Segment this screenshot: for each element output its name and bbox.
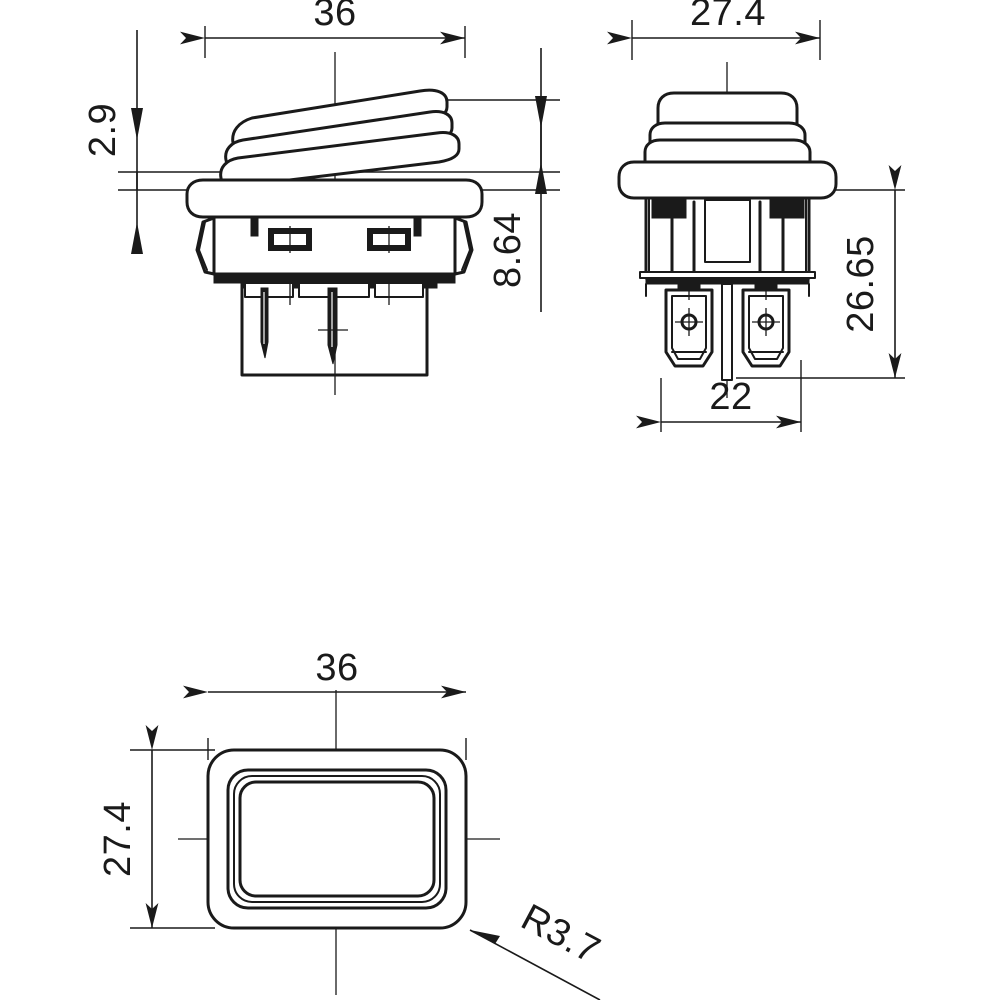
side-body-shoulder-left xyxy=(651,199,687,219)
dimension-front-width-label: 36 xyxy=(313,0,356,34)
front-snap-clip-left-inner xyxy=(198,221,208,271)
front-bezel-flange xyxy=(185,178,484,219)
dimension-side-depth-label: 26.65 xyxy=(840,235,882,333)
side-spade-terminal-left xyxy=(664,278,714,368)
side-body-center-cavity xyxy=(704,199,751,263)
corner-radius-leader-arrow xyxy=(470,930,500,944)
front-snap-clip-right-inner xyxy=(461,221,471,271)
dimension-side-terminal-span: 22 xyxy=(636,360,802,432)
bezel-inner-frame-3 xyxy=(238,780,436,898)
front-terminal-pin-left xyxy=(260,287,269,359)
dimension-front-bezel-height-label: 8.64 xyxy=(487,212,529,288)
side-view-group: 27.4 26.65 22 xyxy=(607,0,905,432)
front-snap-clip-right xyxy=(453,216,474,276)
dimension-front-cap-lip-label: 2.9 xyxy=(82,103,124,157)
side-rocker-cap xyxy=(643,91,812,167)
dimension-side-width-label: 27.4 xyxy=(690,0,766,34)
bezel-outer-outline xyxy=(206,748,468,930)
dimension-side-depth: 26.65 xyxy=(840,165,902,378)
dimension-front-cap-lip: 2.9 xyxy=(82,30,143,254)
front-terminal-pin-center xyxy=(318,287,348,365)
front-body-tab-left xyxy=(250,217,259,237)
dimension-bottom-height: 27.4 xyxy=(97,725,159,928)
side-body-shoulder-right xyxy=(769,199,805,219)
side-body-partitions xyxy=(670,198,785,274)
side-cap-layer-low xyxy=(643,138,812,167)
dimension-front-width: 36 xyxy=(180,0,466,58)
bezel-inner-frame-2 xyxy=(233,775,441,903)
side-base-plate xyxy=(639,271,816,297)
front-rocker-cap xyxy=(219,88,461,189)
side-cap-layer-top xyxy=(656,91,799,132)
dimension-front-bezel-height: 8.64 xyxy=(487,48,547,312)
front-body-tab-right xyxy=(413,217,422,237)
dimension-side-terminal-span-label: 22 xyxy=(709,376,752,418)
front-snap-clip-left xyxy=(195,216,216,276)
side-body-edge-lines xyxy=(648,197,807,277)
dimension-side-width: 27.4 xyxy=(607,0,821,60)
dimension-bottom-height-label: 27.4 xyxy=(97,801,139,877)
front-body-slot-left xyxy=(268,226,312,253)
side-spade-terminal-right xyxy=(741,278,791,368)
bezel-inner-frame-1 xyxy=(226,768,448,910)
front-view-group: 36 2.9 8.64 xyxy=(82,0,560,395)
side-center-divider xyxy=(721,283,733,381)
dimension-bottom-width: 36 xyxy=(183,647,466,699)
dimension-bottom-width-label: 36 xyxy=(315,647,358,689)
front-lower-outline xyxy=(240,286,429,377)
side-bezel-flange xyxy=(617,160,838,200)
front-body-slot-right xyxy=(367,226,411,253)
